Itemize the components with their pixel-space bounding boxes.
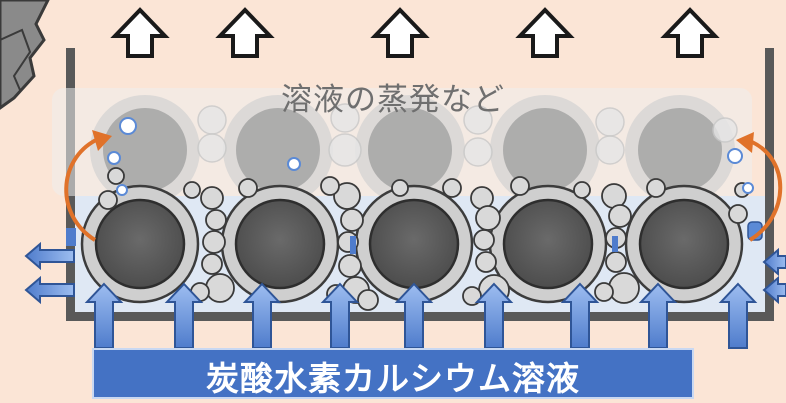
bubble <box>608 204 632 228</box>
rock-core <box>638 198 730 290</box>
faded-rock <box>638 108 722 192</box>
bubble <box>338 254 362 278</box>
air-bubble <box>107 151 121 165</box>
bottom-rocks <box>80 184 744 304</box>
rock-core <box>94 198 186 290</box>
bubble <box>646 178 666 198</box>
bubble <box>605 251 627 273</box>
bubble <box>608 272 640 304</box>
bubble <box>462 286 482 306</box>
faded-rock <box>503 108 587 192</box>
bubble <box>238 178 258 198</box>
inflow-arrows <box>84 282 758 349</box>
up-arrow-outline-icon <box>660 7 720 58</box>
bubble <box>473 229 495 251</box>
bubble <box>475 251 497 273</box>
solution-label: 炭酸水素カルシウム溶液 <box>206 359 580 398</box>
air-bubble <box>742 182 754 194</box>
top-left-figure <box>0 0 50 110</box>
faded-bubble <box>463 137 493 167</box>
faded-bubble <box>328 133 362 167</box>
blue-up-arrow-icon <box>718 282 758 349</box>
faded-bubbles <box>197 103 738 167</box>
bubble <box>357 289 379 311</box>
bubble <box>391 179 409 197</box>
rock-core <box>368 198 460 290</box>
faded-bubble <box>463 105 493 135</box>
evaporation-label: 溶液の蒸発など <box>281 82 505 118</box>
blue-left-arrow-icon <box>762 275 786 305</box>
up-arrow-outline-icon <box>515 7 575 58</box>
outflow-arrows <box>24 221 786 305</box>
faded-bubble <box>712 117 738 143</box>
bubble <box>107 167 125 185</box>
blue-left-arrow-icon <box>24 275 75 305</box>
bubble <box>475 205 501 231</box>
right-wall <box>765 48 774 320</box>
blue-block <box>66 228 76 246</box>
bubble <box>333 182 361 210</box>
faded-bubble <box>595 135 625 165</box>
up-arrow-outline-icon <box>215 7 275 58</box>
faded-bubble <box>197 133 227 163</box>
evaporation-arrows <box>110 7 720 58</box>
solution-box <box>92 348 694 399</box>
air-bubble <box>116 184 128 196</box>
faded-bubble <box>330 103 360 133</box>
bubble <box>320 176 340 196</box>
bubble <box>442 178 462 198</box>
orange-curved-arrow-icon-right <box>736 132 783 242</box>
bubble <box>205 209 227 231</box>
rock-core <box>234 198 326 290</box>
bubble <box>183 181 201 199</box>
bubble <box>340 208 364 232</box>
up-arrow-outline-icon <box>370 7 430 58</box>
bubble <box>205 273 235 303</box>
blue-bit <box>350 236 356 254</box>
bubbles <box>98 117 754 311</box>
bubble <box>98 190 118 210</box>
air-bubble <box>287 157 301 171</box>
bubble <box>201 253 223 275</box>
bubble <box>573 181 591 199</box>
air-bubble <box>119 117 137 135</box>
orange-curved-arrow-icon-left <box>64 130 112 242</box>
rock-core <box>502 198 594 290</box>
bubble <box>200 186 224 210</box>
up-arrow-outline-icon <box>110 7 170 58</box>
air-bubble <box>727 148 743 164</box>
bubble <box>594 282 614 302</box>
blue-left-arrow-icon <box>24 241 75 271</box>
faded-rock <box>236 108 320 192</box>
blue-left-arrow-icon <box>762 247 786 277</box>
bubble <box>202 230 226 254</box>
bubble <box>728 204 748 224</box>
faded-rock <box>368 108 452 192</box>
blue-bit <box>612 236 618 252</box>
bubble <box>510 176 530 196</box>
